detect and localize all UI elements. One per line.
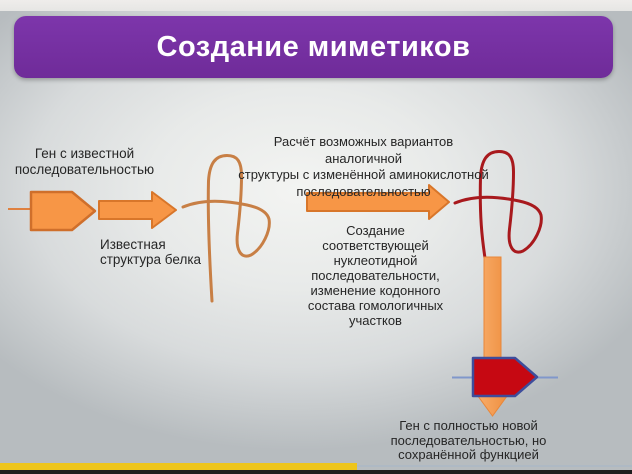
gene-known-label: Ген с известной последовательностью <box>14 146 155 177</box>
page-title: Создание миметиков <box>156 30 471 63</box>
video-progress-fill <box>0 463 358 470</box>
gene-new-label: Ген с полностью новой последовательность… <box>390 418 547 462</box>
protein-new-squiggle-icon <box>453 149 543 260</box>
protein-known-squiggle-icon <box>181 153 271 303</box>
gene-new-shape-icon <box>471 356 539 398</box>
gene-known-shape-icon <box>29 190 97 232</box>
title-banner: Создание миметиков <box>14 16 613 78</box>
known-structure-label: Известная структура белка <box>100 237 202 267</box>
bottom-edge-strip <box>0 470 632 474</box>
video-progress-track[interactable] <box>0 463 632 470</box>
calc-variants-label: Расчёт возможных вариантов аналогичной с… <box>238 134 489 199</box>
create-sequence-label: Создание соответствующей нуклеотидной по… <box>307 223 444 328</box>
step-arrow-2-icon <box>306 184 450 220</box>
step-arrow-1-icon <box>98 191 177 229</box>
top-edge-strip <box>0 0 632 11</box>
